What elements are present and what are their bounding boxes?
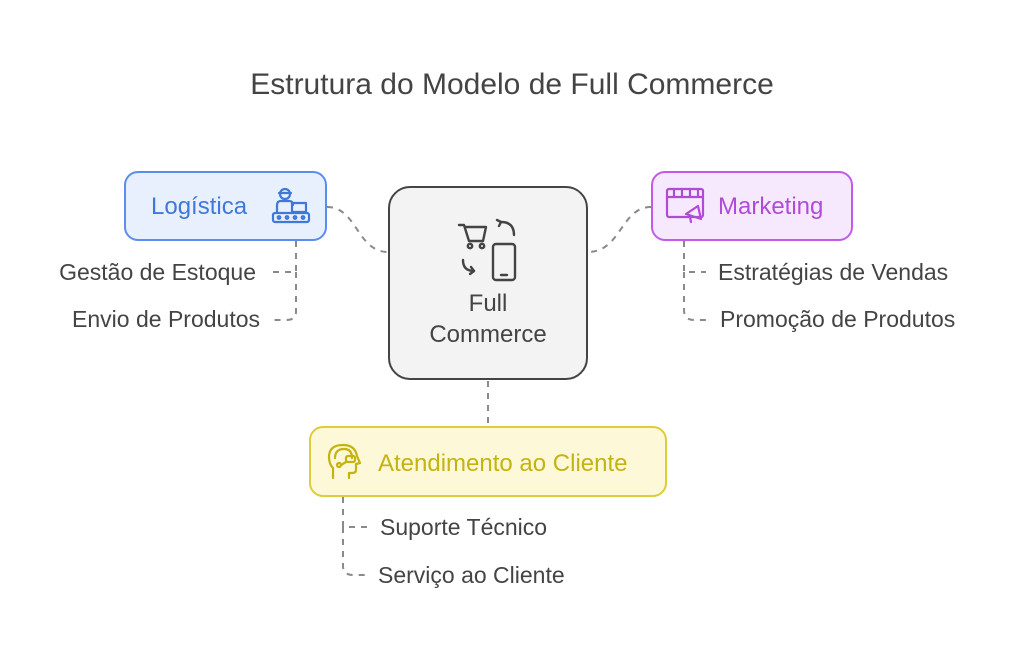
connector-mkt-item2 [683,272,706,321]
logistics-label: Logística [151,193,248,220]
connector-log-item2 [270,272,297,321]
customer-service-label: Atendimento ao Cliente [378,450,628,477]
marketing-item-strategies: Estratégias de Vendas [718,259,949,285]
customer-service-item-support: Suporte Técnico [380,514,548,540]
center-label: Full Commerce [388,288,588,350]
connector-logistics [326,206,389,253]
warehouse-worker-icon [271,187,311,224]
headset-support-icon [327,443,362,480]
marketing-item-promotion: Promoção de Produtos [720,306,956,332]
shopping-cart-phone-icon [457,218,517,282]
connector-log-item1 [270,241,297,273]
connector-marketing [587,206,652,253]
customer-service-item-service: Serviço ao Cliente [378,562,565,588]
marketing-label: Marketing [718,193,824,220]
diagram-title: Estrutura do Modelo de Full Commerce [250,68,774,101]
marketing-box [651,171,853,241]
center-label-line1: Full [468,290,508,317]
full-commerce-box [388,186,588,380]
customer-service-box [309,426,667,497]
connector-mkt-item1 [683,241,706,273]
connector-cli-item2 [342,527,368,576]
connector-cli-item1 [342,497,368,528]
logistics-item-stock: Gestão de Estoque [59,259,256,285]
center-label-line2: Commerce [429,321,547,348]
logistics-item-shipping: Envio de Produtos [72,306,260,332]
billboard-megaphone-icon [665,187,705,224]
